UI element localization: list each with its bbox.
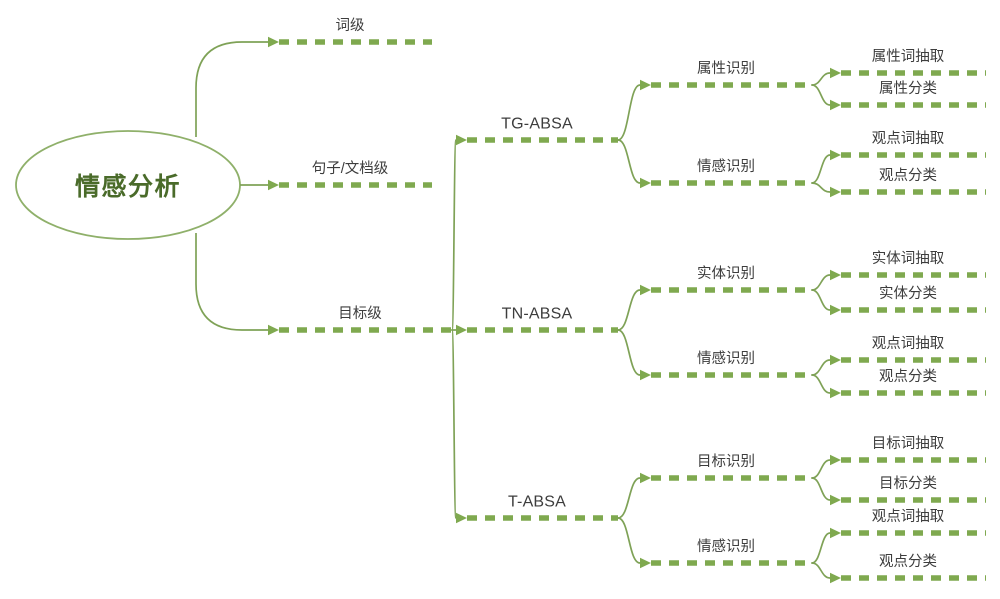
node-l2-1-l3-1-leaf-0-line-arrowhead — [830, 354, 841, 366]
root-ellipse — [15, 130, 241, 240]
branch-0-line-arrowhead — [268, 36, 279, 48]
node-l2-0-l3-0-connector — [617, 84, 641, 141]
node-l2-0-l3-1-line-arrowhead — [640, 177, 651, 189]
node-l2-2-l3-0-leaf-1-connector — [811, 477, 831, 501]
node-l2-2-l3-1-line — [640, 557, 812, 569]
node-l2-2-l3-0-leaf-0-line-arrowhead — [830, 454, 841, 466]
node-l2-0-l3-0-leaf-1-line — [830, 99, 986, 111]
node-l2-0-l3-0-leaf-1-line-arrowhead — [830, 99, 841, 111]
node-l2-2-l3-0-leaf-1-line — [830, 494, 986, 506]
node-l2-2-l3-1-line-arrowhead — [640, 557, 651, 569]
node-l2-2-l3-1-leaf-0-line-arrowhead — [830, 527, 841, 539]
node-l2-2-l3-1-connector — [617, 517, 641, 564]
node-l2-0-l3-1-leaf-1-line — [830, 186, 986, 198]
branch-2-line-arrowhead — [268, 324, 279, 336]
node-l2-0-l3-0-leaf-1-connector — [811, 84, 831, 106]
node-l2-2-l3-1-leaf-1-line-arrowhead — [830, 572, 841, 584]
node-l2-0-l3-0-leaf-0-line — [830, 67, 986, 79]
node-l2-1-l3-0-line-arrowhead — [640, 284, 651, 296]
node-l2-0-l3-1-line — [640, 177, 812, 189]
node-l2-2-l3-1-leaf-1-line — [830, 572, 986, 584]
node-l2-0-l3-1-leaf-1-line-arrowhead — [830, 186, 841, 198]
node-l2-2-l3-1-leaf-1-connector — [811, 562, 831, 579]
node-l2-2-l3-0-line — [640, 472, 812, 484]
node-l2-1-l3-0-leaf-0-line — [830, 269, 986, 281]
node-l2-0-l3-1-leaf-1-connector — [811, 182, 831, 193]
node-l2-1-l3-1-leaf-1-line — [830, 387, 986, 399]
node-l2-0-connector — [451, 139, 457, 331]
node-l2-0-l3-0-line-arrowhead — [640, 79, 651, 91]
branch-2-line — [268, 324, 452, 336]
node-l2-2-line — [456, 512, 618, 524]
node-l2-1-l3-0-leaf-1-line-arrowhead — [830, 304, 841, 316]
branch-2-connector — [195, 233, 268, 331]
node-l2-1-l3-0-line — [640, 284, 812, 296]
node-l2-0-l3-0-line — [640, 79, 812, 91]
node-l2-1-l3-1-connector — [617, 329, 641, 376]
node-l2-0-l3-0-leaf-0-line-arrowhead — [830, 67, 841, 79]
node-l2-2-l3-1-leaf-0-connector — [811, 532, 831, 564]
branch-0-line — [268, 36, 432, 48]
node-l2-2-line-arrowhead — [456, 512, 467, 524]
branch-1-line — [268, 179, 432, 191]
node-l2-2-l3-0-leaf-0-line — [830, 454, 986, 466]
node-l2-0-l3-1-connector — [617, 139, 641, 184]
node-l2-1-l3-1-line-arrowhead — [640, 369, 651, 381]
node-l2-1-line — [456, 324, 618, 336]
node-l2-1-l3-0-leaf-1-connector — [811, 289, 831, 311]
node-l2-2-l3-1-leaf-0-line — [830, 527, 986, 539]
node-l2-1-l3-0-leaf-1-line — [830, 304, 986, 316]
branch-0-connector — [195, 41, 268, 137]
node-l2-2-l3-0-leaf-1-line-arrowhead — [830, 494, 841, 506]
node-l2-2-connector — [451, 329, 457, 519]
node-l2-1-l3-1-leaf-0-connector — [811, 359, 831, 376]
branch-1-line-arrowhead — [268, 179, 279, 191]
node-l2-2-l3-0-line-arrowhead — [640, 472, 651, 484]
node-l2-2-l3-0-leaf-0-connector — [811, 459, 831, 479]
node-l2-1-l3-1-line — [640, 369, 812, 381]
node-l2-1-l3-0-connector — [617, 289, 641, 331]
node-l2-0-l3-1-leaf-0-connector — [811, 154, 831, 184]
node-l2-0-line-arrowhead — [456, 134, 467, 146]
node-l2-0-l3-1-leaf-0-line-arrowhead — [830, 149, 841, 161]
node-l2-0-line — [456, 134, 618, 146]
node-l2-2-l3-0-connector — [617, 477, 641, 519]
node-l2-1-l3-0-leaf-0-line-arrowhead — [830, 269, 841, 281]
node-l2-1-l3-1-leaf-1-line-arrowhead — [830, 387, 841, 399]
node-l2-1-l3-0-leaf-0-connector — [811, 274, 831, 291]
node-l2-1-line-arrowhead — [456, 324, 467, 336]
node-l2-0-l3-1-leaf-0-line — [830, 149, 986, 161]
node-l2-1-l3-1-leaf-1-connector — [811, 374, 831, 394]
node-l2-1-l3-1-leaf-0-line — [830, 354, 986, 366]
node-l2-0-l3-0-leaf-0-connector — [811, 72, 831, 86]
